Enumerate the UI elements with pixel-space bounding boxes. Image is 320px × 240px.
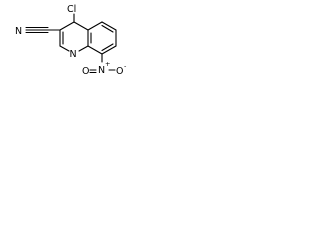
nitro-nitrogen-label: N: [98, 65, 105, 76]
bond-n1-c2: [59, 45, 70, 52]
structure-canvas: Cl N N N + O O -: [0, 0, 144, 83]
ring-nitrogen-label: N: [70, 49, 77, 60]
bond-c8-c8a: [87, 45, 103, 55]
bond-c3-c4: [59, 21, 75, 31]
cyano-nitrogen-label: N: [15, 26, 22, 37]
quinoline-structure-diagram: Cl N N N + O O -: [15, 4, 127, 77]
nitro-oxygen-2-charge: -: [124, 62, 127, 70]
nitro-oxygen-1-label: O: [82, 66, 89, 77]
chlorine-label: Cl: [67, 4, 76, 15]
nitro-nitrogen-charge: +: [105, 60, 110, 68]
bond-c7-c8-inner: [101, 43, 114, 52]
bond-c4a-c5: [87, 21, 103, 31]
bond-c5-c6-inner: [101, 24, 114, 33]
bond-c4-c4a: [73, 21, 89, 31]
bond-c5-c6: [101, 21, 117, 31]
bond-c8a-n1: [78, 45, 89, 52]
bond-c7-c8: [101, 45, 117, 55]
nitro-oxygen-2-label: O: [116, 66, 123, 77]
